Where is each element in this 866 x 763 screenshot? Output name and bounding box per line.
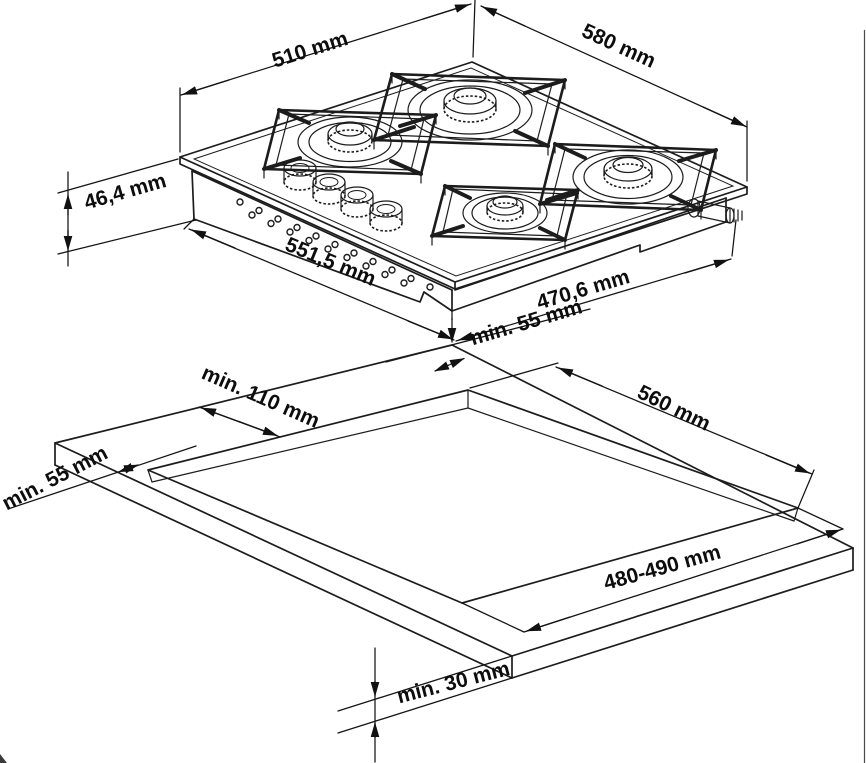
hob-drawing xyxy=(179,61,748,312)
dim-side-clearance: min. 110 mm xyxy=(198,361,323,438)
pan-support-back-left xyxy=(262,108,438,184)
cutout-dimensions: min. 110 mm 560 mm 480-490 mm min. 30 mm xyxy=(0,361,844,763)
dim-rear-clearance-label: min. 55 mm xyxy=(467,295,584,350)
dim-560-label: 560 mm xyxy=(634,381,714,436)
hob-body xyxy=(191,170,743,312)
dim-560: 560 mm xyxy=(469,362,815,509)
hob-top-plate xyxy=(179,61,748,290)
burner-right xyxy=(572,149,684,205)
knob xyxy=(369,200,403,232)
knob xyxy=(283,159,317,191)
worktop-slab xyxy=(54,344,854,679)
pan-support-back-center xyxy=(372,72,567,156)
corner-smudge-artifact xyxy=(0,754,7,763)
dim-rear-clearance: min. 55 mm xyxy=(385,295,591,372)
dim-thickness-label: min. 30 mm xyxy=(395,657,513,708)
dim-510-label: 510 mm xyxy=(269,27,351,72)
vent-holes xyxy=(236,198,434,291)
control-knobs xyxy=(283,159,403,232)
dim-side-clearance-label: min. 110 mm xyxy=(198,361,323,432)
knob xyxy=(340,186,374,218)
pan-support-right xyxy=(538,142,718,220)
burner-back-center xyxy=(407,79,533,141)
burner-back-left xyxy=(297,116,403,168)
burner-front-center xyxy=(462,192,548,234)
hob-dimensions: 510 mm 580 mm 46,4 mm 551,5 mm xyxy=(57,0,748,372)
dim-580-label: 580 mm xyxy=(578,19,659,72)
dim-46-4: 46,4 mm xyxy=(57,158,197,267)
dim-46-4-label: 46,4 mm xyxy=(82,169,169,214)
knob xyxy=(312,173,346,205)
scan-artifacts xyxy=(0,30,866,763)
dim-thickness: min. 30 mm xyxy=(337,647,513,763)
worktop-cutout-drawing xyxy=(54,344,854,679)
